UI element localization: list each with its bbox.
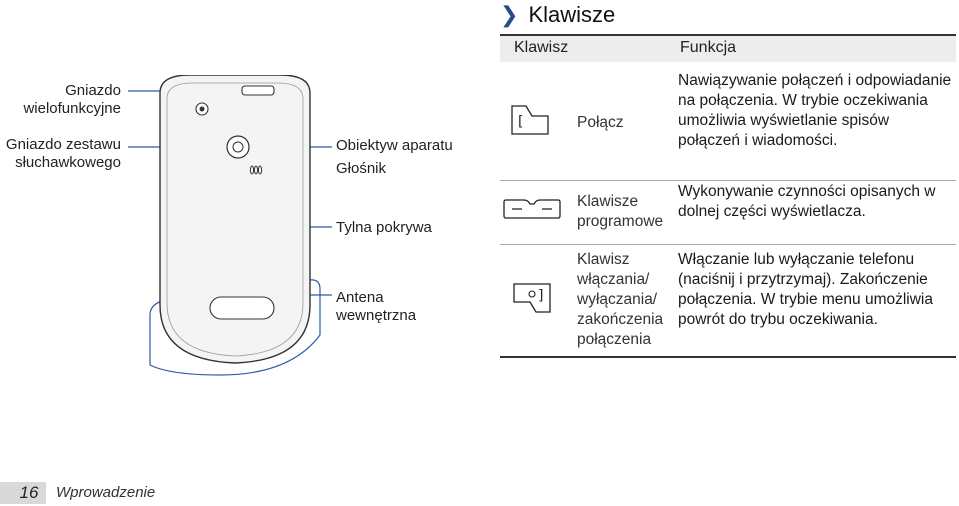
soft-keys-icon <box>503 199 561 219</box>
function-soft-keys: Wykonywanie czynności opisanych w dolnej… <box>678 183 936 220</box>
table-header: Klawisz Funkcja <box>500 34 956 62</box>
key-name-call: Połącz <box>577 114 624 131</box>
key-name-power-end: Klawisz włączania/ wyłączania/ zakończen… <box>577 251 664 348</box>
footer-section-name: Wprowadzenie <box>56 484 156 501</box>
row-divider <box>500 244 956 245</box>
chevron-right-icon: ❯ <box>500 2 519 27</box>
callout-headset-jack: Gniazdo zestawu słuchawkowego <box>5 136 121 171</box>
table-bottom-rule <box>500 356 956 358</box>
power-end-key-icon: ] <box>513 283 551 313</box>
key-name-soft-keys: Klawisze programowe <box>577 193 664 230</box>
col-header-function: Funkcja <box>680 39 737 56</box>
phone-body <box>159 75 311 364</box>
phone-back-illustration <box>128 75 332 376</box>
speaker-grille <box>249 165 263 175</box>
section-title-text: Klawisze <box>528 2 616 27</box>
row-divider <box>500 180 956 181</box>
logo-plate <box>209 296 275 320</box>
svg-text:[: [ <box>518 114 523 130</box>
call-key-icon: [ <box>511 105 549 135</box>
function-call: Nawiązywanie połączeń i odpowiadanie na … <box>678 72 952 149</box>
callout-antenna: Antena wewnętrzna <box>336 289 417 324</box>
callout-camera-lens: Obiektyw aparatu <box>336 137 453 154</box>
callout-speaker: Głośnik <box>336 160 387 177</box>
page-number: 16 <box>0 482 46 504</box>
col-header-key: Klawisz <box>514 39 569 56</box>
callout-back-cover: Tylna pokrywa <box>336 219 432 236</box>
svg-text:]: ] <box>538 288 543 304</box>
page-number-text: 16 <box>19 483 39 502</box>
antenna-area-outline <box>149 279 321 376</box>
multifunction-port <box>241 85 275 96</box>
section-title: ❯ Klawisze <box>500 2 615 28</box>
callout-multifunction-jack: Gniazdo wielofunkcyjne <box>23 82 121 117</box>
function-power-end: Włączanie lub wyłączanie telefonu (naciś… <box>678 251 933 328</box>
